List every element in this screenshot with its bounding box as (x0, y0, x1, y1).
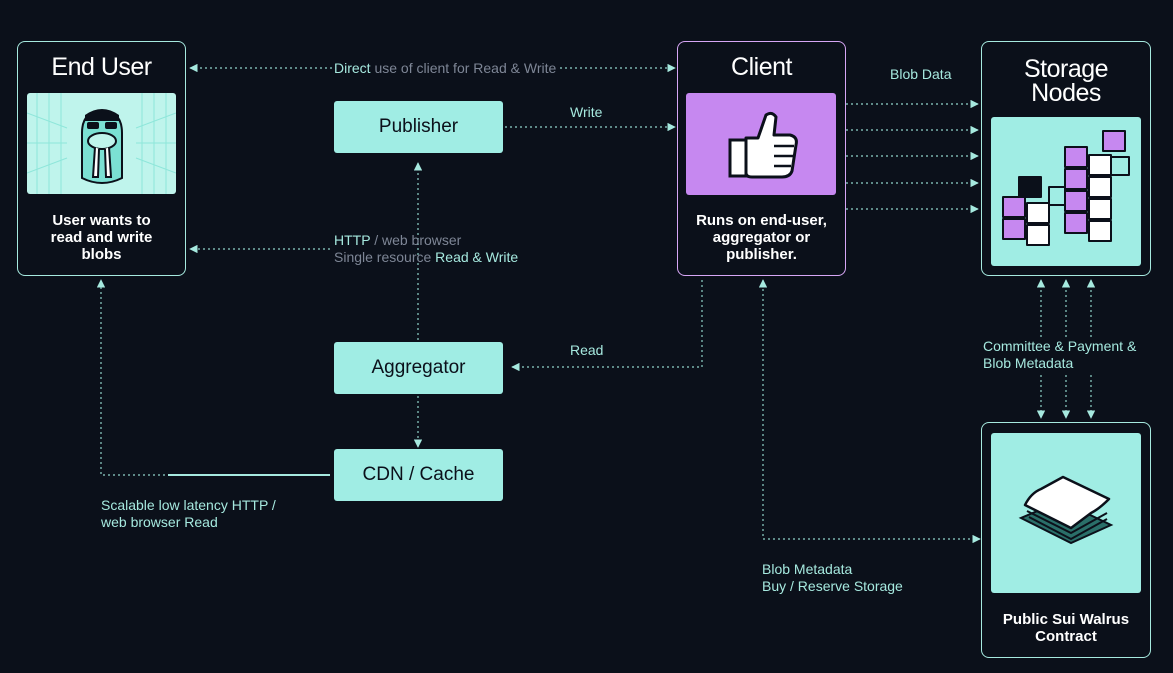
client-to-contract-connector (758, 279, 981, 544)
committee-label: Committee & Payment & Blob Metadata (983, 338, 1137, 372)
storage-nodes-illustration (991, 117, 1141, 266)
walrus-icon (27, 93, 176, 194)
direct-label: Direct use of client for Read & Write (334, 60, 560, 77)
cdn-to-end-user-connector (96, 279, 330, 476)
end-user-title: End User (51, 53, 152, 81)
scalable-label: Scalable low latency HTTP / web browser … (101, 497, 276, 530)
storage-nodes-title: Storage Nodes (1023, 55, 1109, 107)
http-label: HTTP / web browser Single resource Read … (334, 232, 519, 265)
read-label: Read (570, 342, 604, 358)
aggregator-node[interactable]: Aggregator (334, 342, 503, 394)
client-illustration (686, 93, 836, 195)
client-title: Client (731, 53, 792, 81)
contract-box: Public Sui Walrus Contract (981, 422, 1151, 658)
thumbs-up-icon (728, 111, 798, 179)
client-caption: Runs on end-user, aggregator or publishe… (696, 212, 827, 263)
end-user-box: End User User wants to read and write bl… (17, 41, 186, 276)
end-user-caption: User wants to read and write blobs (50, 212, 153, 263)
stack-icon (1018, 475, 1114, 545)
blob-metadata-label: Blob Metadata Buy / Reserve Storage (762, 561, 903, 594)
contract-caption: Public Sui Walrus Contract (1002, 611, 1130, 645)
cdn-cache-node[interactable]: CDN / Cache (334, 449, 503, 501)
cubes-icon (1002, 130, 1130, 246)
client-box: Client Runs on end-user, aggregator or p… (677, 41, 846, 276)
write-label: Write (570, 104, 603, 120)
publisher-node[interactable]: Publisher (334, 101, 503, 153)
contract-illustration (991, 433, 1141, 593)
storage-nodes-box: Storage Nodes (981, 41, 1151, 276)
blob-data-label: Blob Data (890, 66, 952, 82)
end-user-illustration (27, 93, 176, 194)
read-connector (511, 280, 703, 372)
